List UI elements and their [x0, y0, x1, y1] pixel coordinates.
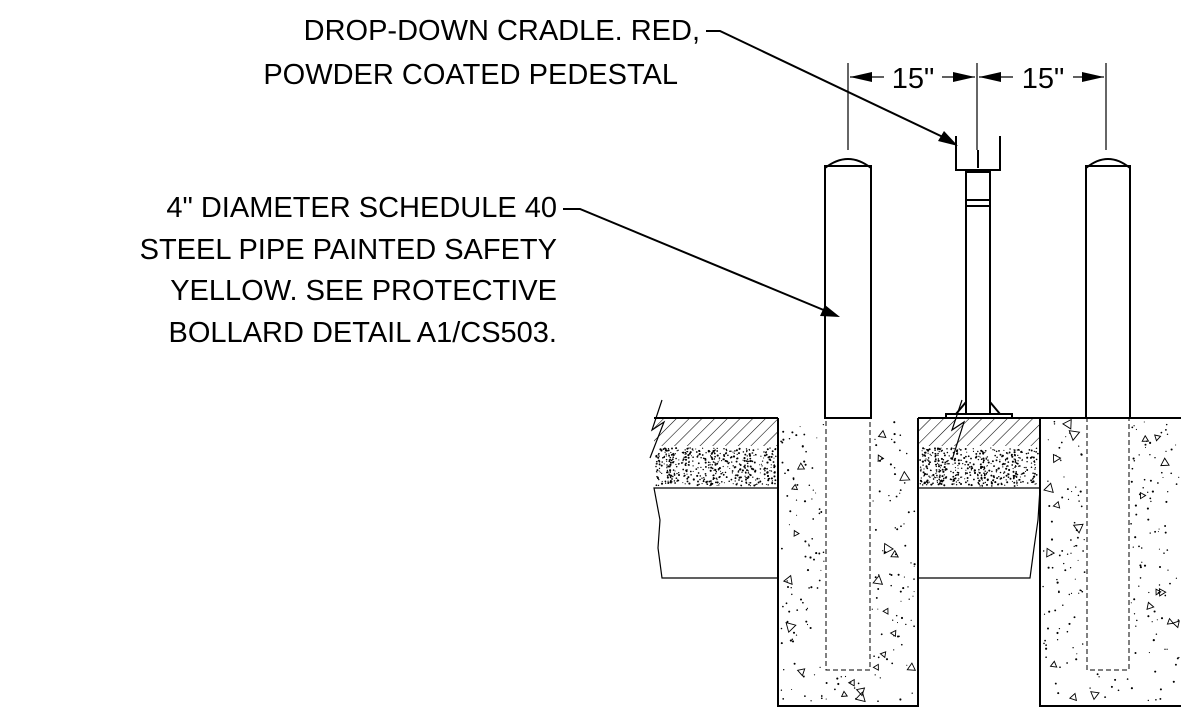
dim-arrow-right-a — [979, 72, 1001, 82]
footing-left-outline — [777, 418, 919, 707]
sand-stipple-middle — [919, 447, 1039, 487]
drop-down-cradle — [955, 136, 1001, 171]
center-pedestal — [945, 136, 1013, 419]
dimension-group: 15" 15" — [847, 63, 1107, 150]
pedestal-base-plate — [945, 413, 1013, 419]
dim-arrow-left-a — [850, 72, 872, 82]
bollard-left — [824, 158, 872, 419]
pedestal-gussets — [955, 401, 1001, 415]
bollard-left-cap — [824, 158, 872, 169]
pipe-note-line-3: YELLOW. SEE PROTECTIVE — [170, 275, 557, 307]
dimension-right-label: 15" — [1022, 63, 1065, 95]
cradle-leader-line — [706, 30, 946, 139]
pipe-note: 4" DIAMETER SCHEDULE 40 STEEL PIPE PAINT… — [140, 192, 840, 349]
pavement-hatch-middle — [918, 418, 1040, 446]
cradle-note-line-2: POWDER COATED PEDESTAL — [263, 59, 678, 91]
ground-middle — [917, 399, 1041, 579]
footing-right — [1039, 417, 1181, 707]
cradle-note-line-1: DROP-DOWN CRADLE. RED, — [304, 15, 700, 47]
concrete-stipple-right — [1042, 418, 1180, 702]
pipe-note-line-1: 4" DIAMETER SCHEDULE 40 — [166, 192, 557, 224]
dim-arrow-left-b — [953, 72, 975, 82]
bollard-right-pipe — [1085, 165, 1131, 419]
cradle-note: DROP-DOWN CRADLE. RED, POWDER COATED PED… — [263, 15, 958, 146]
cradle-leader-arrowhead — [938, 131, 958, 146]
concrete-stipple-left — [780, 421, 917, 703]
pipe-note-line-4: BOLLARD DETAIL A1/CS503. — [169, 317, 557, 349]
dimension-left-label: 15" — [892, 63, 935, 95]
break-line-left — [649, 399, 666, 459]
sand-stipple-left — [655, 447, 777, 487]
embed-outline-right — [1086, 417, 1130, 671]
ground-left — [649, 399, 779, 579]
bollard-left-pipe — [824, 165, 872, 419]
footing-left — [777, 417, 919, 707]
bollard-right — [1085, 158, 1131, 419]
bollard-right-cap — [1085, 158, 1131, 169]
pipe-leader-line — [563, 208, 827, 312]
footing-right-outline — [1039, 418, 1181, 707]
pedestal-post — [965, 171, 991, 415]
pavement-hatch-left — [654, 418, 778, 446]
aggregate-base-middle — [917, 487, 1041, 579]
pipe-note-line-2: STEEL PIPE PAINTED SAFETY — [140, 234, 557, 266]
pipe-leader-arrowhead — [820, 305, 840, 317]
aggregate-base-left — [653, 487, 779, 579]
embed-outline-left — [825, 417, 871, 671]
dim-arrow-right-b — [1082, 72, 1104, 82]
